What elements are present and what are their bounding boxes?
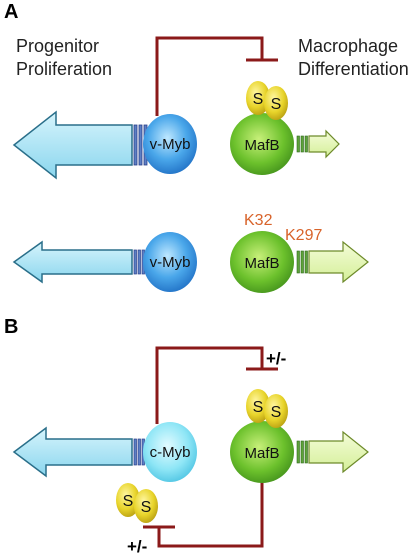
- panel-b-letter: B: [4, 316, 18, 338]
- sumo-badge: [246, 389, 270, 423]
- vmyb-label-a1: v-Myb: [150, 136, 191, 153]
- sumo-label: S: [271, 404, 282, 421]
- differentiation-arrow-b: [296, 430, 369, 474]
- sumo-group-cmyb: S S: [116, 483, 158, 523]
- sumo-badge: [264, 86, 288, 120]
- cmyb-node: c-Myb: [143, 422, 197, 482]
- mafb-node-a1: MafB: [230, 113, 294, 175]
- sumo-badge: [264, 394, 288, 428]
- panel-a-letter: A: [4, 1, 18, 23]
- macrophage-label-line2: Differentiation: [298, 59, 409, 79]
- sumo-badge: [134, 489, 158, 523]
- mafb-label-a1: MafB: [244, 137, 279, 154]
- differentiation-arrow-small: [296, 129, 340, 159]
- mafb-node-b: MafB: [230, 421, 294, 483]
- vmyb-node-a2: v-Myb: [143, 232, 197, 292]
- partial-label-bottom: +/-: [127, 537, 147, 555]
- progenitor-label-line1: Progenitor: [16, 36, 99, 56]
- mafb-label-a2: MafB: [244, 255, 279, 272]
- inhibition-line-b-top: [155, 346, 264, 424]
- sumo-label: S: [141, 499, 152, 516]
- site-k32-label: K32: [244, 212, 273, 229]
- differentiation-arrow-medium: [296, 240, 369, 284]
- sumo-label: S: [123, 493, 134, 510]
- sumo-badge: [116, 483, 140, 517]
- inhibition-line-a: [155, 36, 264, 116]
- vmyb-node-a1: v-Myb: [143, 114, 197, 174]
- sumo-label: S: [271, 96, 282, 113]
- cmyb-label: c-Myb: [150, 444, 191, 461]
- proliferation-arrow-large: [12, 110, 148, 180]
- sumo-group-mafb-b: S S: [246, 389, 288, 428]
- proliferation-arrow-b: [12, 426, 145, 478]
- inhibition-line-b-bottom: [157, 482, 264, 548]
- proliferation-arrow-medium: [12, 240, 145, 284]
- sumo-label: S: [253, 399, 264, 416]
- sumo-label: S: [253, 91, 264, 108]
- vmyb-label-a2: v-Myb: [150, 254, 191, 271]
- mafb-label-b: MafB: [244, 445, 279, 462]
- macrophage-label-line1: Macrophage: [298, 36, 398, 56]
- partial-label-top: +/-: [266, 349, 286, 368]
- sumo-badge: [246, 81, 270, 115]
- sumo-group-a1: S S: [246, 81, 288, 120]
- site-k297-label: K297: [285, 227, 322, 244]
- progenitor-label-line2: Proliferation: [16, 59, 112, 79]
- mafb-node-a2: MafB: [230, 231, 294, 293]
